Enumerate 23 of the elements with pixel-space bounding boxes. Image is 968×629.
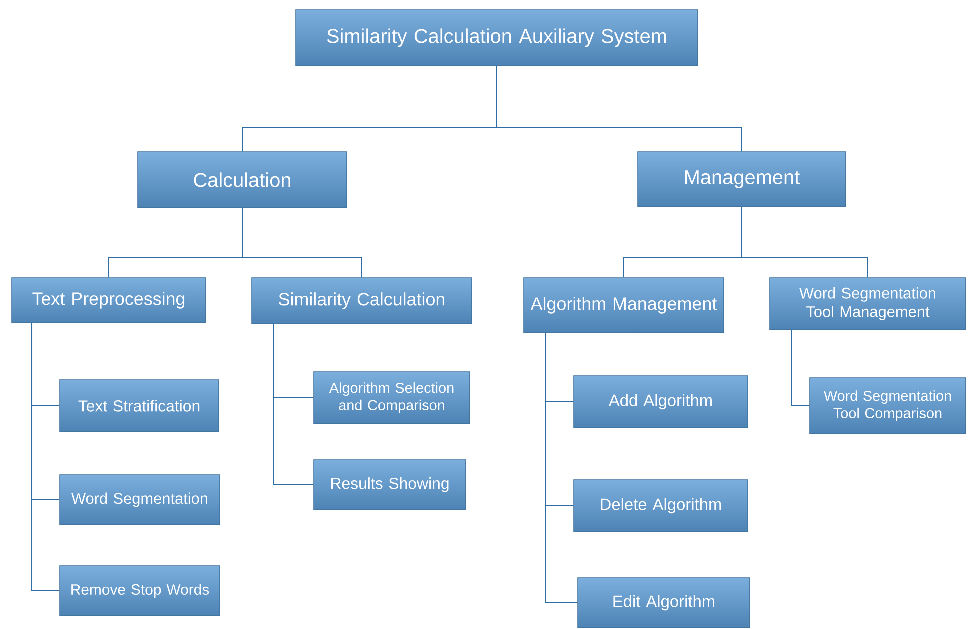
process-box: Add Algorithm (574, 376, 748, 428)
process-box: Management (638, 152, 846, 208)
connector-line (274, 324, 314, 486)
connector-line (496, 66, 742, 152)
process-box: Remove Stop Words (60, 566, 220, 616)
connector-line (32, 322, 60, 592)
process-box: Calculation (138, 152, 348, 208)
connector-line (242, 208, 362, 278)
process-box: Text Stratification (60, 380, 220, 432)
process-box: Delete Algorithm (574, 480, 748, 532)
process-box: Similarity Calculation Auxiliary System (296, 10, 698, 66)
process-box: Word Segmentation (60, 474, 220, 526)
process-box: Algorithm Selection and Comparison (314, 372, 470, 424)
process-box: Results Showing (314, 460, 466, 510)
process-box: Word Segmentation Tool Management (770, 278, 966, 330)
process-box: Word Segmentation Tool Comparison (810, 378, 966, 434)
process-box: Algorithm Management (524, 278, 724, 334)
process-box: Similarity Calculation (252, 278, 472, 324)
connector-line (742, 206, 868, 278)
process-box: Edit Algorithm (578, 578, 750, 628)
process-box: Text Preprocessing (12, 278, 206, 324)
connector-line (546, 332, 578, 604)
connector-line (792, 330, 810, 406)
